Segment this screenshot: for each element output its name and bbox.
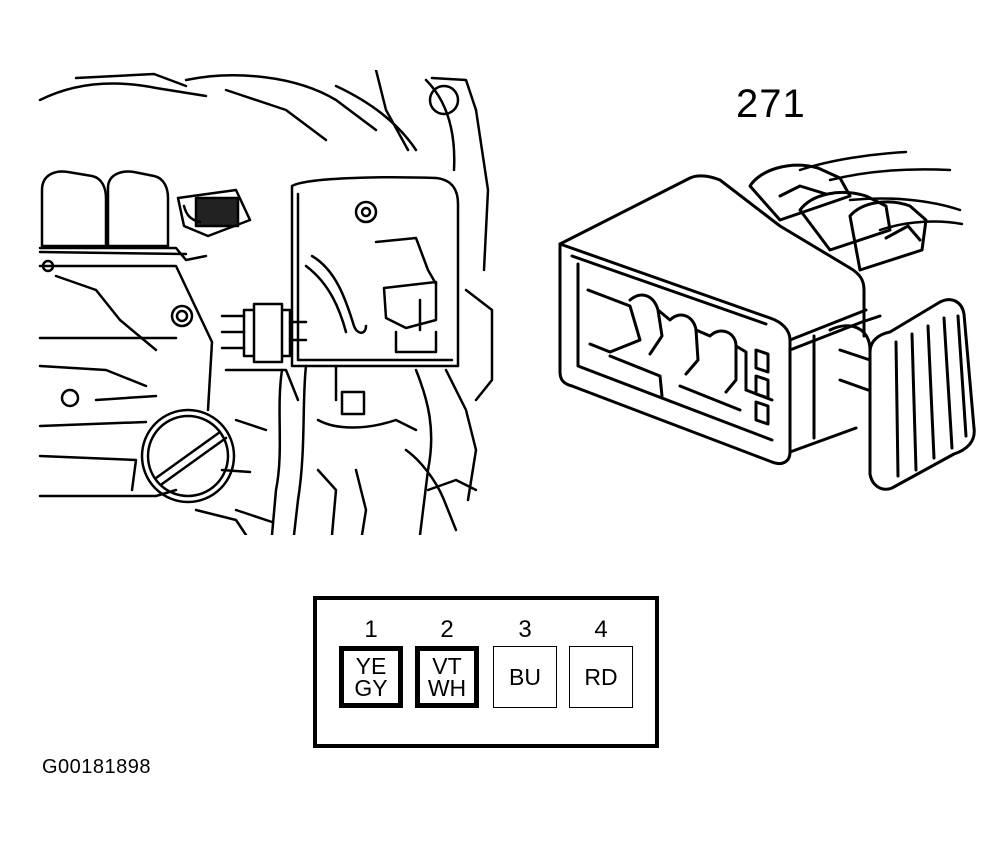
- figure-id: G00181898: [42, 756, 152, 778]
- wire-color: YE: [355, 653, 387, 679]
- pin-number: 2: [440, 616, 454, 643]
- wire-color: VT: [432, 653, 462, 679]
- engine-bay-illustration: [38, 70, 494, 535]
- pin-1: 1 YE GY: [339, 616, 403, 708]
- pin-3: 3 BU: [493, 616, 557, 708]
- component-number: 271: [736, 82, 806, 126]
- wire-color: RD: [584, 664, 618, 690]
- pin-cavity: VT WH: [415, 646, 479, 708]
- wire-color: GY: [354, 675, 388, 701]
- pin-cavity: YE GY: [339, 646, 403, 708]
- pin-4: 4 RD: [569, 616, 633, 708]
- pin-number: 4: [594, 616, 608, 643]
- connector-pinout-panel: 1 YE GY 2 VT WH 3 BU 4 RD: [313, 596, 659, 748]
- connector-illustration: [558, 150, 976, 491]
- pin-cavity: BU: [493, 646, 557, 708]
- pin-cavity: RD: [569, 646, 633, 708]
- pin-number: 1: [364, 616, 378, 643]
- wire-color: WH: [427, 675, 467, 701]
- wire-color: BU: [509, 664, 541, 690]
- pin-number: 3: [518, 616, 532, 643]
- pin-2: 2 VT WH: [415, 616, 479, 708]
